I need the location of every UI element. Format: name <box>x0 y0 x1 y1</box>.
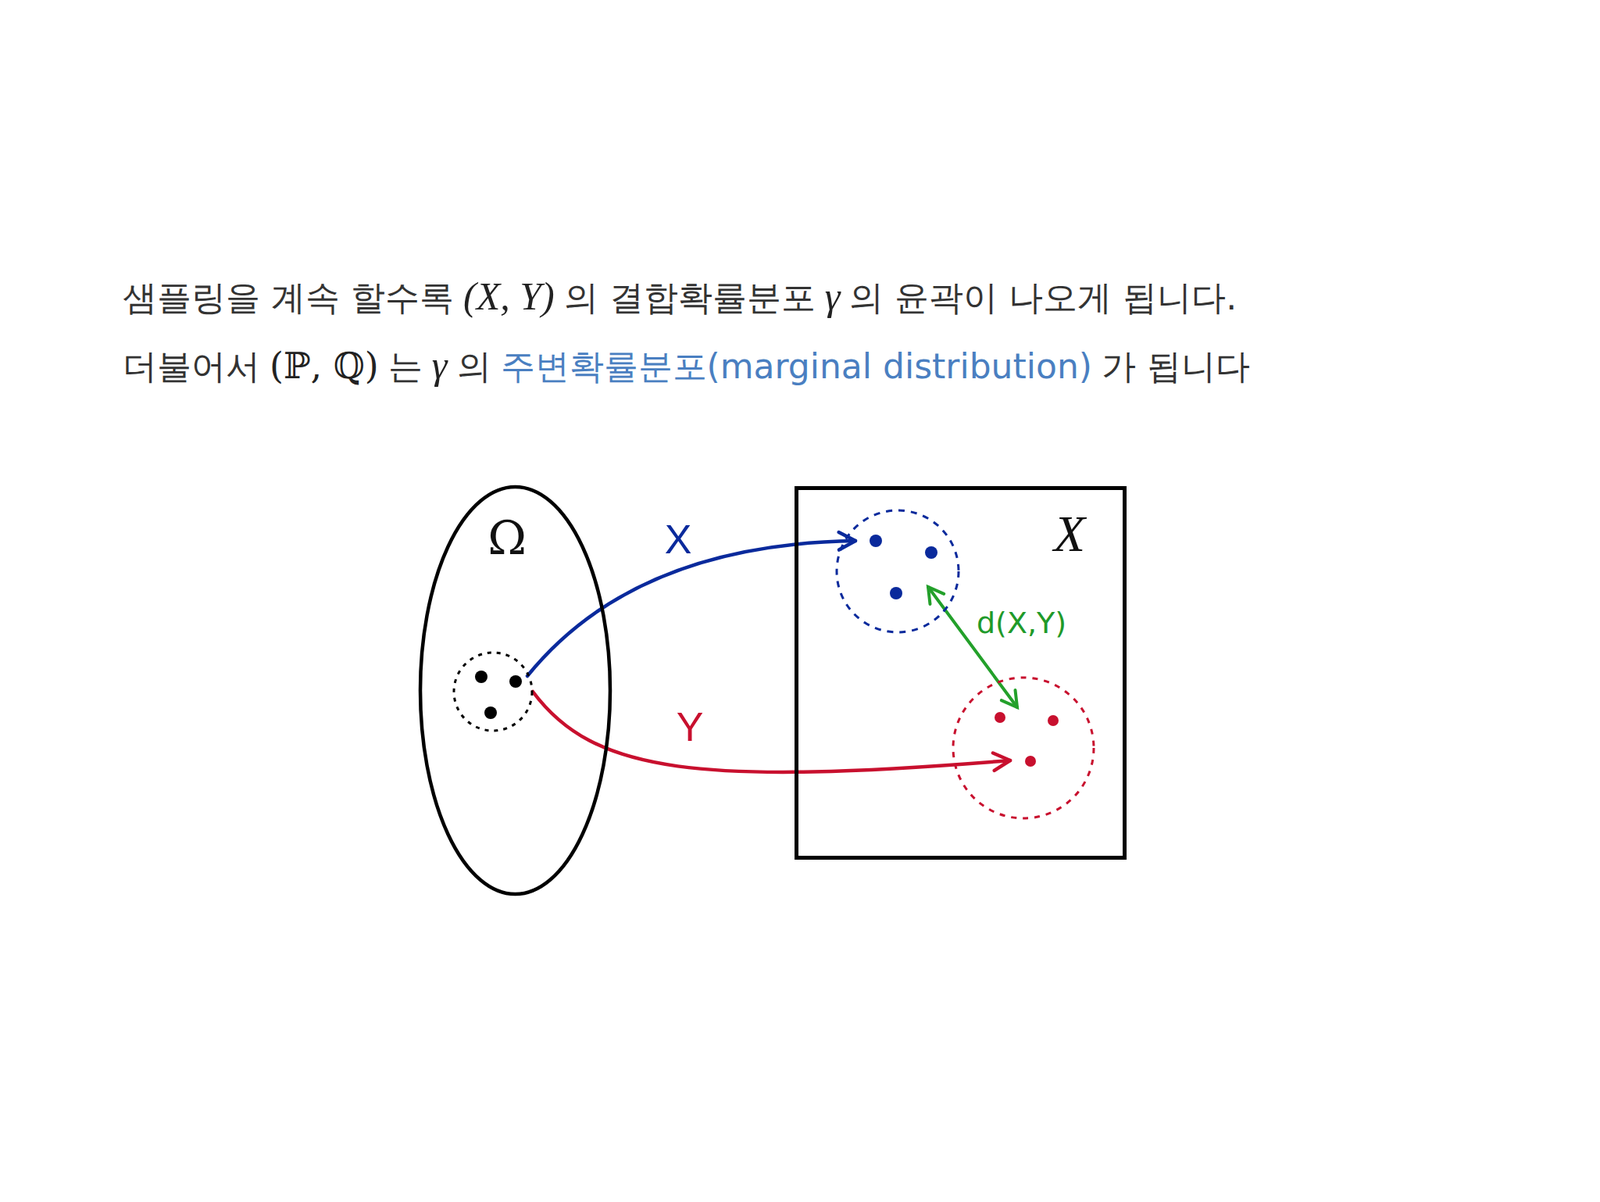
paragraph-text: 더불어서 <box>122 343 261 390</box>
space-symbol: Ω <box>487 510 527 565</box>
math-expression: γ <box>825 273 841 319</box>
paragraph-text: 는 <box>388 343 423 390</box>
math-expression: (ℙ, ℚ) <box>269 344 379 387</box>
math-expression: (X, Y) <box>463 273 555 319</box>
paragraph-text: 가 됩니다 <box>1101 343 1250 390</box>
paragraph-text: 의 결합확률분포 <box>564 275 816 322</box>
sample-cluster <box>453 652 533 731</box>
space-box: X <box>794 485 1127 860</box>
math-expression: γ <box>432 342 448 388</box>
sample-space-ellipse: Ω <box>417 484 613 897</box>
blue-cluster <box>836 510 959 633</box>
paragraph-line: 더불어서(ℙ, ℚ)는γ의주변확률분포(marginal distributio… <box>122 342 1250 390</box>
link-text: 주변확률분포(marginal distribution) <box>500 343 1093 390</box>
paragraph-text: 샘플링을 계속 할수록 <box>122 275 454 322</box>
red-cluster <box>953 677 1094 818</box>
paragraph-line: 샘플링을 계속 할수록(X, Y)의 결합확률분포γ의 윤곽이 나오게 됩니다. <box>122 273 1237 322</box>
space-symbol: X <box>1053 503 1086 564</box>
map-label: X <box>664 515 693 563</box>
paragraph-text: 의 윤곽이 나오게 됩니다. <box>849 275 1237 322</box>
map-label: Y <box>676 703 704 750</box>
distance-label: d(X,Y) <box>976 605 1067 640</box>
paragraph-text: 의 <box>457 343 492 390</box>
